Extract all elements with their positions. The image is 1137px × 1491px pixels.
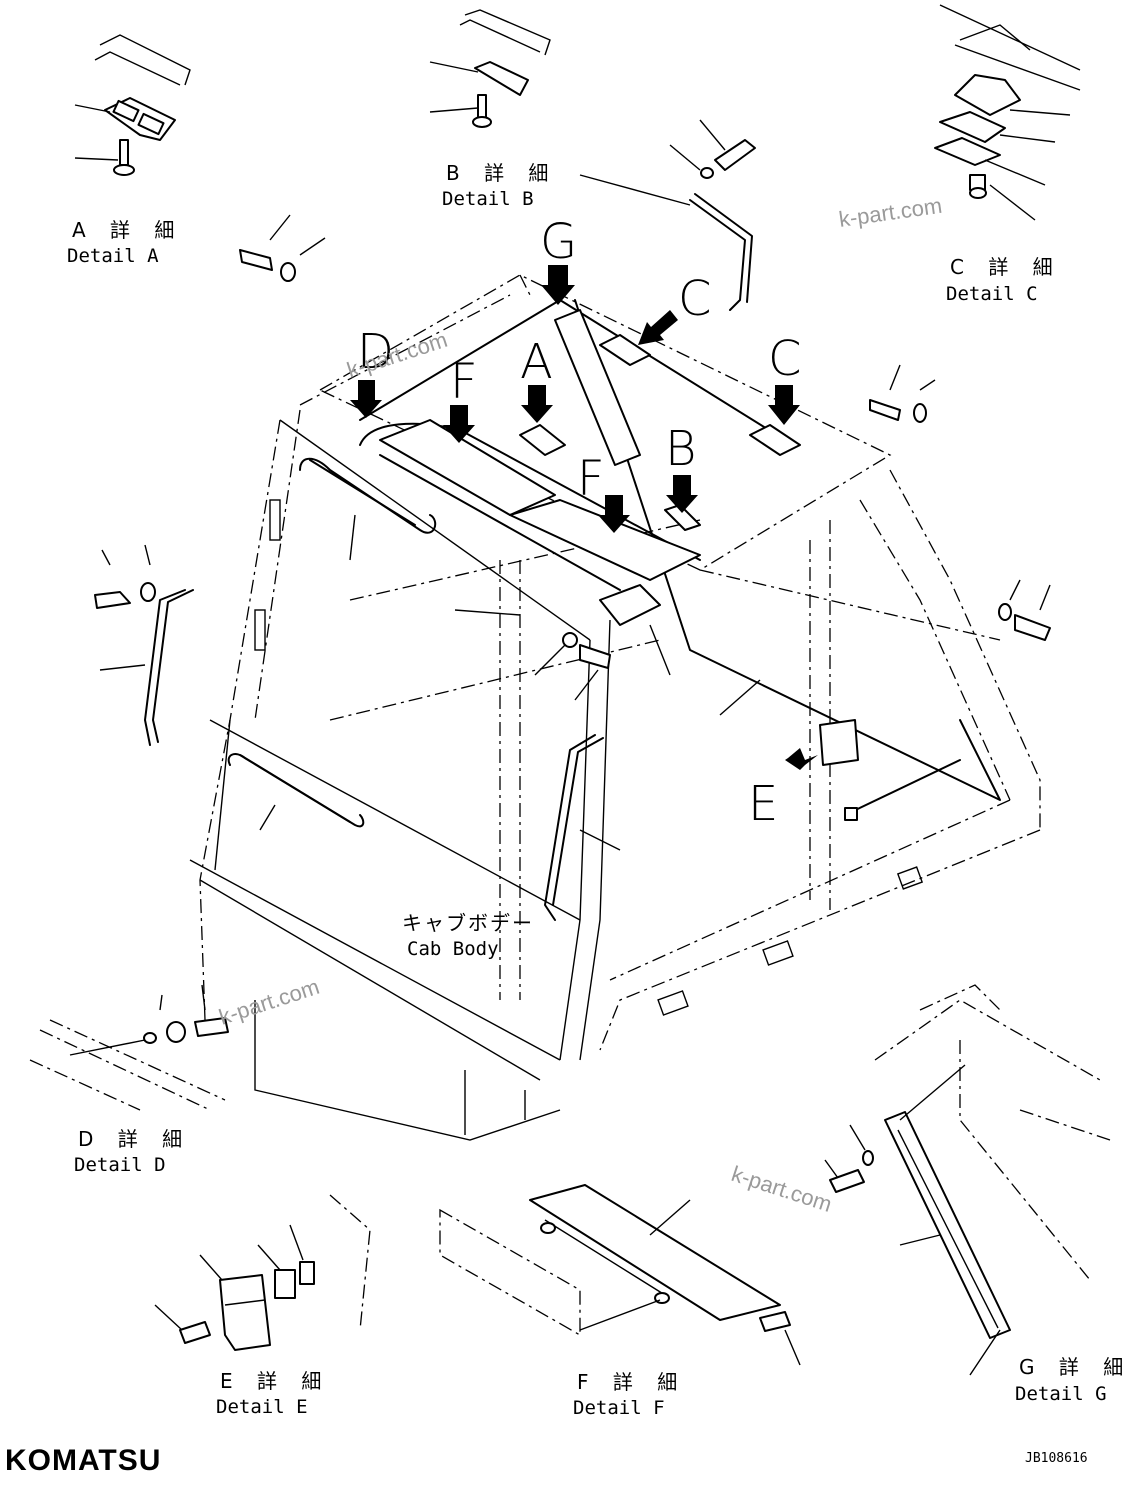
detail-a-illustration <box>74 34 191 176</box>
detail-b-illustration <box>429 9 551 128</box>
watermark-1: k-part.com <box>837 193 943 232</box>
arrow-a <box>521 385 553 423</box>
detail-a-label-en: Detail A <box>67 245 159 267</box>
cab-body-label-en: Cab Body <box>407 938 499 960</box>
arrow-g <box>541 265 575 305</box>
watermark-4: k-part.com <box>728 1161 835 1217</box>
detail-e-label-en: Detail E <box>216 1396 308 1418</box>
detail-g-label-en: Detail G <box>1015 1383 1107 1405</box>
detail-c-illustration <box>934 4 1081 221</box>
arrow-c1 <box>638 310 678 345</box>
detail-b-label-jp: B 詳 細 <box>446 161 557 185</box>
cab-body-label: キャブボデー Cab Body <box>402 911 534 960</box>
cab-frame <box>189 274 1041 1141</box>
callout-arrows <box>350 265 818 770</box>
callout-b: B <box>665 421 696 477</box>
detail-e-label-jp: E 詳 細 <box>220 1369 330 1393</box>
arrow-f1 <box>443 405 475 443</box>
callout-d: D <box>357 324 394 380</box>
callout-a: A <box>520 334 553 390</box>
leader-lines <box>99 119 1051 851</box>
drawing-code: JB108616 <box>1025 1451 1088 1466</box>
detail-d-label-en: Detail D <box>74 1154 166 1176</box>
detail-e-illustration <box>154 1194 371 1351</box>
detail-labels: A 詳 細 Detail A B 詳 細 Detail B C 詳 細 Deta… <box>67 161 1132 1419</box>
grab-handles <box>94 139 1051 921</box>
cab-body-label-jp: キャブボデー <box>402 911 534 935</box>
detail-g-illustration <box>824 984 1111 1376</box>
detail-f-label-jp: F 詳 細 <box>577 1370 686 1394</box>
detail-f-illustration <box>439 1184 801 1366</box>
callout-letters: G C C D F A B F E <box>357 214 802 832</box>
detail-d-illustration <box>29 984 229 1111</box>
arrow-d <box>350 380 382 418</box>
callout-f1: F <box>450 354 478 410</box>
callout-e: E <box>748 776 778 832</box>
detail-b-label-en: Detail B <box>442 188 534 210</box>
arrow-e <box>785 748 818 770</box>
callout-f2: F <box>577 451 605 507</box>
callout-c2: C <box>768 331 802 387</box>
detail-c-label-en: Detail C <box>946 283 1038 305</box>
detail-f-label-en: Detail F <box>573 1397 665 1419</box>
detail-d-label-jp: D 詳 細 <box>78 1127 191 1151</box>
watermark-3: k-part.com <box>216 974 323 1030</box>
arrow-f2 <box>598 495 630 533</box>
callout-g: G <box>540 214 577 270</box>
detail-g-label-jp: G 詳 細 <box>1019 1355 1132 1379</box>
callout-c1: C <box>678 271 712 327</box>
detail-c-label-jp: C 詳 細 <box>950 255 1062 279</box>
roof-harness <box>359 299 1001 801</box>
arrow-c2 <box>768 385 800 425</box>
komatsu-logo: KOMATSU <box>5 1444 161 1477</box>
detail-a-label-jp: A 詳 細 <box>72 218 183 242</box>
arrow-b <box>666 475 698 513</box>
